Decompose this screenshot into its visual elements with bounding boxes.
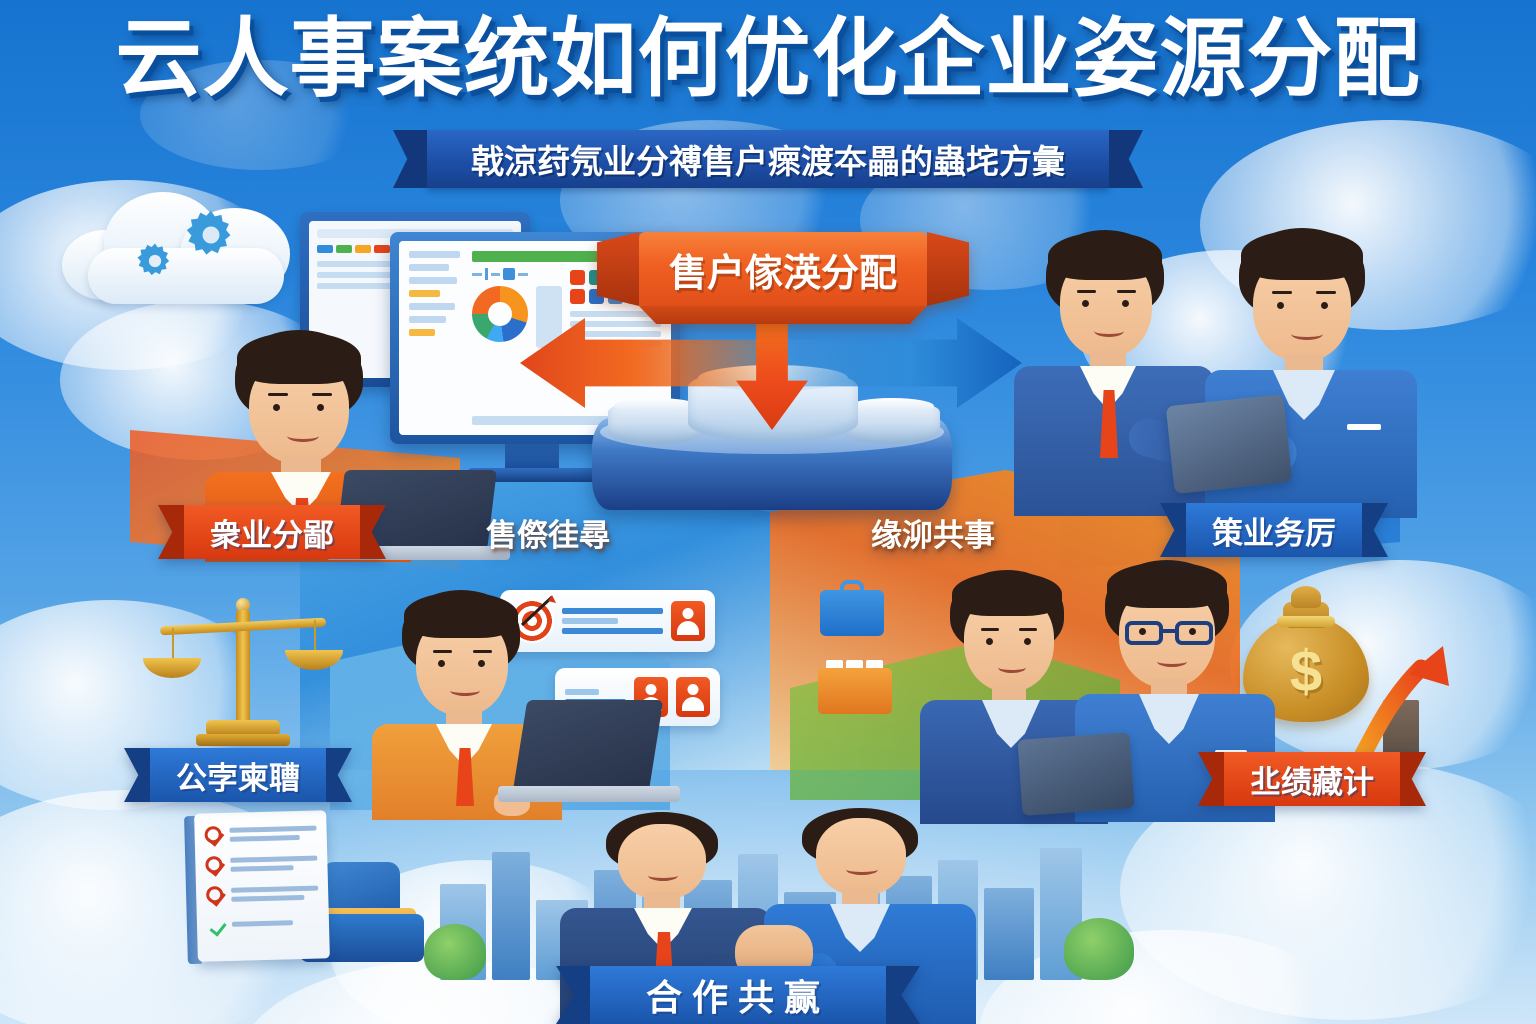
- ribbon-end-right: [1362, 503, 1388, 557]
- subtitle-text: 戟涼荮氖业分禣售户瘝渡夲畾的蟲垞方彙: [471, 143, 1065, 180]
- bottom-banner-end-left: [556, 966, 590, 1024]
- monitor-foot: [468, 468, 598, 482]
- monitor-neck: [505, 444, 559, 470]
- rising-growth-arrow: [1355, 646, 1449, 770]
- money-bag-dollar-icon: $: [1243, 586, 1369, 722]
- ribbon-end-left: [158, 505, 184, 559]
- cloud-with-gears-icon: [62, 178, 302, 308]
- ribbon-end-left: [124, 748, 150, 802]
- gear-icon-large: [186, 210, 231, 255]
- check-icon-complete: [207, 916, 224, 933]
- ribbon-top-left-label: 衆业分鄙: [210, 517, 334, 553]
- bottom-banner: 合作共赢: [556, 966, 921, 1024]
- ribbon-end-right: [360, 505, 386, 559]
- page-title: 云人事案统如何优化企业姿源分配: [115, 11, 1421, 107]
- center-banner-body: 售户傢渶分配: [639, 232, 928, 306]
- targeting-card-lines: [562, 608, 663, 634]
- center-banner-text: 售户傢渶分配: [669, 252, 898, 295]
- subtitle-banner-tail-left: [393, 130, 427, 188]
- center-banner-wing-left: [597, 232, 639, 306]
- tablet-device-top: [1165, 394, 1293, 494]
- tablet-device-mid: [1017, 732, 1135, 816]
- ribbon-end-left: [1160, 503, 1186, 557]
- folder-documents-icon: [818, 660, 892, 714]
- checklist-item: [204, 824, 317, 844]
- checklist-clipboard: [194, 810, 330, 962]
- dollar-symbol: $: [1289, 639, 1323, 704]
- balance-scales-icon: [143, 588, 343, 753]
- glasses-icon: [1125, 621, 1213, 645]
- checklist-item: [205, 854, 318, 874]
- user-avatar-icon: [671, 601, 705, 641]
- analytics-dashboard-monitor: [390, 232, 680, 444]
- ribbon-end-left: [1198, 752, 1224, 806]
- ribbon-lower-left: 公孛柬䏆: [124, 748, 352, 802]
- center-banner-wing-right: [927, 232, 970, 306]
- ribbon-mid-right-label: 缘泖共事: [871, 517, 995, 553]
- subtitle-banner-tail-right: [1109, 130, 1143, 188]
- targeting-card: [500, 590, 715, 652]
- person-manager-b: [1195, 228, 1425, 518]
- ribbon-lower-right-label: 丠绩藏计: [1250, 764, 1374, 800]
- bottom-banner-end-right: [886, 966, 921, 1024]
- ribbon-mid-left-label: 售傺徍尋: [486, 517, 610, 553]
- center-resource-banner: 售户傢渶分配: [597, 232, 970, 324]
- subtitle-banner-body: 戟涼荮氖业分禣售户瘝渡夲畾的蟲垞方彙: [427, 130, 1109, 188]
- dashboard-sidebar: [409, 251, 472, 425]
- hub-cylinder-right: [844, 398, 940, 444]
- group-avatar-icon: [676, 677, 710, 717]
- ribbon-mid-left: 售傺徍尋: [460, 505, 636, 559]
- checklist-item: [207, 914, 319, 934]
- dashboard-progress-bar: [472, 251, 620, 262]
- ribbon-top-right: 策业务厉: [1160, 503, 1388, 557]
- poster-title-area: 云人事案统如何优化企业姿源分配: [0, 11, 1536, 107]
- briefcase-icon: [820, 580, 884, 636]
- check-icon: [204, 826, 222, 844]
- resource-donut-chart: [472, 286, 528, 342]
- ribbon-lower-right: 丠绩藏计: [1198, 752, 1426, 806]
- laptop-lid-mid: [512, 700, 664, 792]
- center-banner-fold: [639, 306, 928, 324]
- check-icon: [205, 886, 224, 904]
- ribbon-lower-left-label: 公孛柬䏆: [176, 760, 300, 796]
- subtitle-banner: 戟涼荮氖业分禣售户瘝渡夲畾的蟲垞方彙: [393, 128, 1143, 190]
- checklist-item: [205, 884, 319, 904]
- ribbon-end-right: [326, 748, 352, 802]
- ribbon-end-right: [1400, 752, 1426, 806]
- ribbon-top-right-label: 策业务厉: [1212, 515, 1336, 551]
- check-icon: [205, 856, 223, 874]
- ribbon-mid-right: 缘泖共事: [845, 505, 1021, 559]
- laptop-base-mid: [498, 786, 680, 802]
- ribbon-top-left: 衆业分鄙: [158, 505, 386, 559]
- person-analyst-mid: [370, 590, 570, 820]
- bottom-banner-label: 合作共赢: [646, 977, 831, 1018]
- gear-icon-small: [137, 243, 170, 276]
